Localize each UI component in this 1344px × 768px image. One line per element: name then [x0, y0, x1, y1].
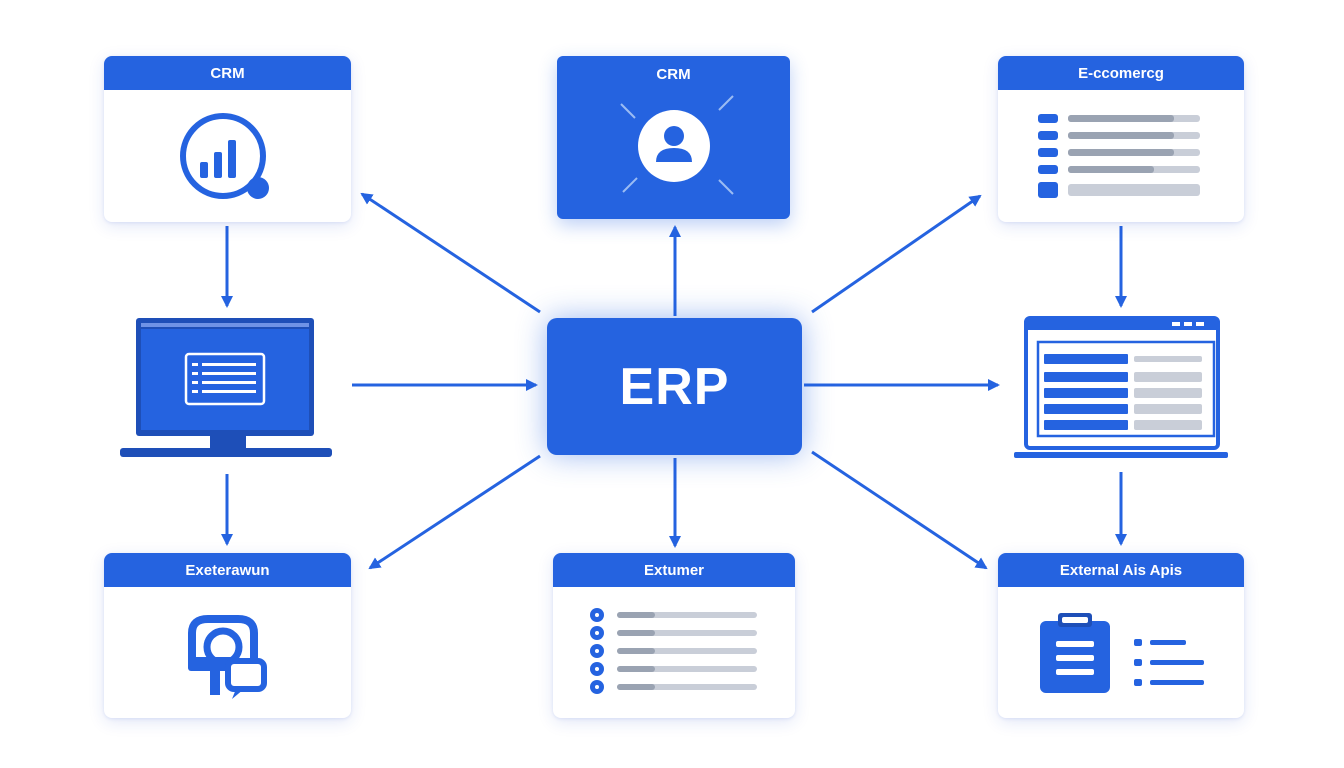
- bottom-left-card[interactable]: Exeterawun: [104, 553, 351, 718]
- erp-hub[interactable]: ERP: [547, 318, 802, 455]
- bottom-right-card[interactable]: External Ais Apis: [998, 553, 1244, 718]
- crm-left-card[interactable]: CRM: [104, 56, 351, 222]
- support-chat-icon: [188, 615, 267, 699]
- clipboard-icon: [1040, 613, 1204, 693]
- erp-label: ERP: [619, 357, 730, 416]
- bottom-center-card[interactable]: Extumer: [553, 553, 795, 718]
- checklist-icon: [590, 608, 757, 694]
- ecommerce-card[interactable]: E-ccomercg: [998, 56, 1244, 222]
- arrow-erp-to-bottom-left: [368, 454, 541, 570]
- bottom-right-title: External Ais Apis: [998, 553, 1244, 587]
- list-panel-icon: [1038, 114, 1200, 198]
- crm-left-title: CRM: [104, 56, 351, 90]
- crm-top-title: CRM: [656, 66, 691, 83]
- crm-top-card[interactable]: CRM: [557, 56, 790, 219]
- bottom-center-title: Extumer: [553, 553, 795, 587]
- user-avatar-icon: [620, 95, 734, 195]
- arrow-erp-to-ecommerce: [811, 194, 982, 314]
- arrow-erp-to-crm-left: [360, 192, 541, 314]
- arrow-erp-to-bottom-right: [811, 450, 988, 570]
- bottom-left-title: Exeterawun: [104, 553, 351, 587]
- desktop-monitor-icon[interactable]: [120, 318, 336, 460]
- analytics-chart-icon: [180, 113, 269, 199]
- ecommerce-title: E-ccomercg: [998, 56, 1244, 90]
- laptop-icon[interactable]: [1012, 316, 1228, 460]
